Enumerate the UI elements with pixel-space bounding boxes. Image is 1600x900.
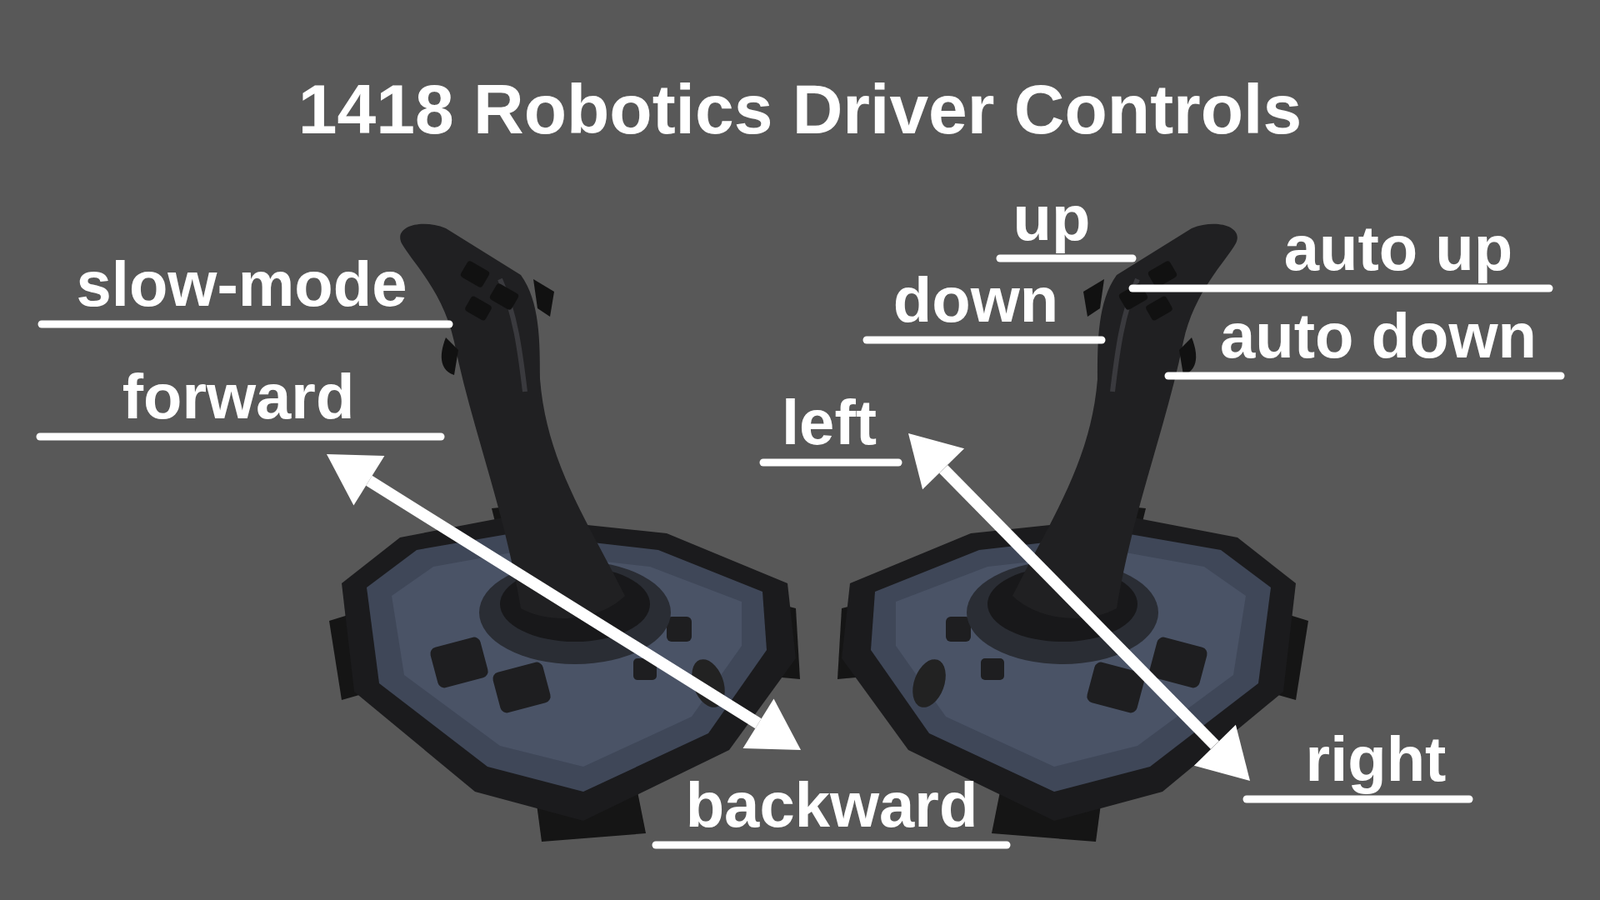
control-label: up bbox=[1013, 186, 1091, 250]
label-underline bbox=[40, 258, 1561, 845]
control-label: down bbox=[893, 268, 1059, 332]
control-label: slow-mode bbox=[76, 252, 408, 316]
control-label: backward bbox=[685, 773, 979, 837]
direction-arrow bbox=[326, 433, 1250, 781]
control-label: auto up bbox=[1284, 216, 1513, 280]
control-label: left bbox=[781, 390, 877, 455]
diagram-title: 1418 Robotics Driver Controls bbox=[298, 74, 1302, 145]
control-label: auto down bbox=[1220, 304, 1537, 368]
control-label: forward bbox=[122, 365, 355, 429]
control-label: right bbox=[1305, 727, 1447, 791]
